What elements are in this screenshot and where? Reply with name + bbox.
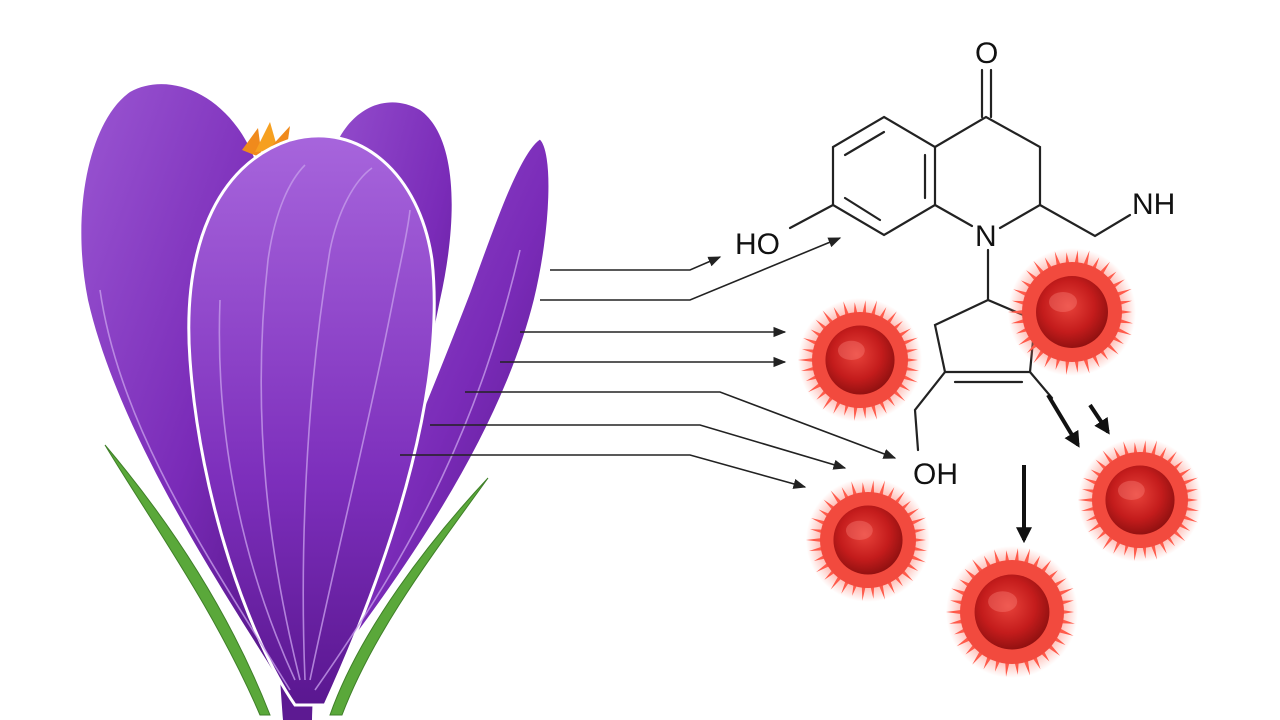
petal-front xyxy=(187,134,436,707)
leaf-right xyxy=(329,477,489,716)
red-spiky-cell-icon xyxy=(798,298,922,422)
red-spiky-cell-icon xyxy=(1078,438,1202,562)
pointer-line-2 xyxy=(540,237,842,301)
bold-arrow-2 xyxy=(1088,403,1110,435)
bold-arrow-1 xyxy=(1046,393,1080,448)
heterocycle-ring xyxy=(933,115,1042,230)
pointer-line-1 xyxy=(550,256,722,271)
chemical-structure: O HO N NH OH xyxy=(735,37,1175,491)
pointer-lines xyxy=(400,237,897,489)
atom-oxygen-top: O xyxy=(975,37,998,70)
red-spiky-cell-icon xyxy=(806,478,930,602)
exo-bond xyxy=(1028,370,1054,400)
red-spiky-cell-icon xyxy=(946,546,1078,678)
atom-hydroxyl-bottom: OH xyxy=(913,458,958,491)
atom-hydroxyl-left: HO xyxy=(735,228,780,261)
amine-chain xyxy=(1038,203,1132,238)
pointer-line-6 xyxy=(430,424,847,470)
atom-nitrogen: N xyxy=(975,220,997,253)
atom-amine: NH xyxy=(1132,188,1175,221)
benzene-inner-bond-2 xyxy=(843,196,882,222)
hydroxyl-left-bond xyxy=(788,203,835,230)
pointer-line-7 xyxy=(400,454,807,489)
ring-to-n xyxy=(933,203,974,228)
petal-veins xyxy=(99,164,521,691)
benzene-ring xyxy=(831,115,937,237)
red-cells xyxy=(798,248,1202,678)
crocus-flower-icon xyxy=(81,84,551,720)
leaf-left xyxy=(104,444,271,716)
red-spiky-cell-icon xyxy=(1008,248,1136,376)
benzene-inner-bond-1 xyxy=(843,130,886,157)
pointer-line-5 xyxy=(465,391,897,459)
reaction-arrows xyxy=(1016,393,1110,544)
oh-bond xyxy=(913,370,947,452)
